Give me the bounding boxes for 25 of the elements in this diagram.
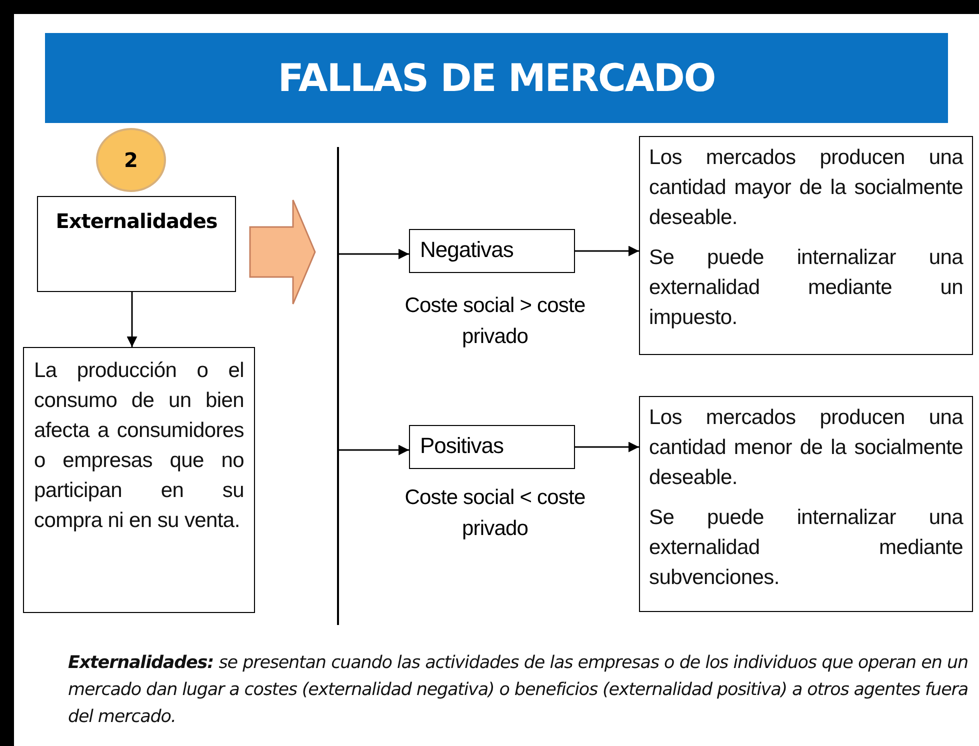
consequence-text: Los mercados producen una cantidad menor de la socialmente deseable. xyxy=(649,405,963,491)
description-text: La producción o el consumo de un bien afecta a consumidores o empresas que no participan en su compra ni en su venta. xyxy=(34,358,244,534)
consequence-box xyxy=(639,136,973,355)
node-caption: Coste social < coste privado xyxy=(404,485,586,542)
description-box xyxy=(23,347,255,613)
number: 2 xyxy=(124,148,138,172)
arrow xyxy=(339,248,409,260)
caption: Externalidades: se presentan cuando las actividades de las empresas o de los individuos que operan en un mercado dan lugar a costes (externalidad negativa) o beneficios (externalidad positiva) a otros agentes fuera del mercado. xyxy=(68,652,968,729)
arrow xyxy=(575,442,639,452)
concept-box xyxy=(37,196,236,292)
arrow xyxy=(339,444,409,456)
category-box xyxy=(409,425,575,469)
title: FALLAS DE MERCADO xyxy=(278,56,716,100)
consequence-text: Los mercados producen una cantidad mayor de la socialmente deseable. xyxy=(649,145,963,231)
consequence-box xyxy=(639,396,973,612)
consequence-text: Se puede internalizar una externalidad mediante un impuesto. xyxy=(649,245,963,331)
node-caption: Coste social > coste privado xyxy=(404,293,586,350)
box-heading: Externalidades xyxy=(54,209,218,233)
arrow xyxy=(126,292,138,347)
category-label: Positivas xyxy=(420,433,504,459)
category-label: Negativas xyxy=(420,237,514,263)
category-box xyxy=(409,229,575,273)
consequence-text: Se puede internalizar una externalidad mediante subvenciones. xyxy=(649,505,963,591)
arrow xyxy=(575,246,639,256)
block-arrow xyxy=(249,199,316,305)
